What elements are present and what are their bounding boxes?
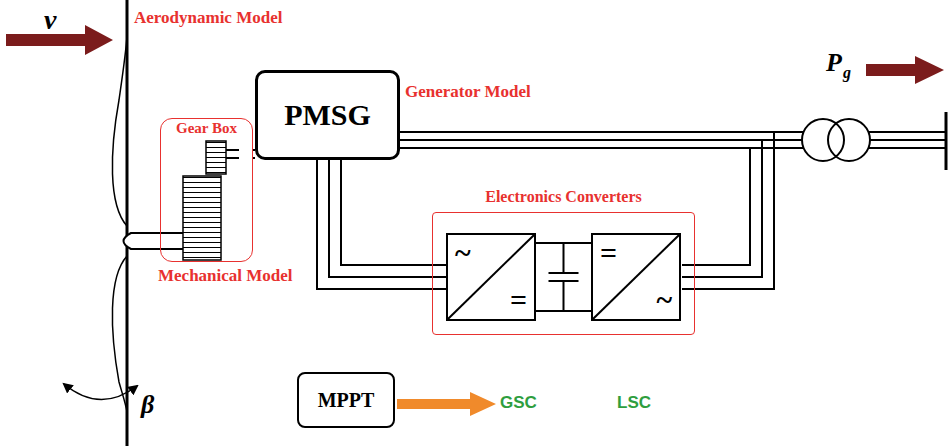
converter-box: =~ [591, 233, 681, 321]
power-arrow [866, 56, 944, 84]
pitch-angle-symbol: β [141, 390, 154, 420]
model-label: Mechanical Model [158, 266, 293, 286]
converter-diagonal [448, 235, 534, 319]
power-subscript: g [843, 64, 851, 82]
transformer-winding [828, 119, 870, 161]
converter-name: LSC [617, 393, 651, 413]
grid-lines [400, 132, 946, 148]
rotor-axis [126, 0, 129, 446]
model-label: Generator Model [405, 82, 531, 102]
upper-blade [112, 36, 127, 226]
grid-bus [945, 112, 948, 170]
fast-shaft [226, 149, 239, 151]
control-arrow [397, 392, 496, 416]
converter-name: GSC [500, 393, 537, 413]
power-symbol: P [826, 48, 842, 78]
controller-box: MPPT [297, 372, 395, 428]
gearbox-outline: Gear Box [160, 118, 253, 262]
converter-symbol: ~ [656, 285, 672, 315]
small-gear [206, 141, 226, 174]
wind-speed-symbol: v [44, 4, 56, 36]
converter-box: ~= [446, 233, 536, 321]
model-label: Aerodynamic Model [134, 8, 282, 28]
large-gear [183, 176, 221, 260]
transformer-winding [802, 119, 844, 161]
power-wire [317, 160, 446, 289]
wind-arrow [6, 25, 113, 55]
converter-symbol: = [600, 238, 617, 268]
node-label: Gear Box [161, 120, 252, 137]
lower-blade [112, 256, 127, 412]
generator-box: PMSG [255, 70, 400, 160]
converter-symbol: ~ [455, 238, 471, 268]
converter-group: Electronics Converters~==~ [432, 212, 695, 335]
node-label: PMSG [284, 98, 371, 132]
node-label: Electronics Converters [433, 188, 694, 206]
fast-shaft [226, 157, 239, 159]
hub-shaft [124, 233, 184, 249]
power-wire [536, 243, 591, 311]
node-label: MPPT [318, 389, 375, 412]
converter-grid-wires [682, 132, 774, 289]
converter-symbol: = [510, 285, 527, 315]
converter-diagonal [593, 235, 679, 319]
pitch-arrow [64, 384, 137, 400]
